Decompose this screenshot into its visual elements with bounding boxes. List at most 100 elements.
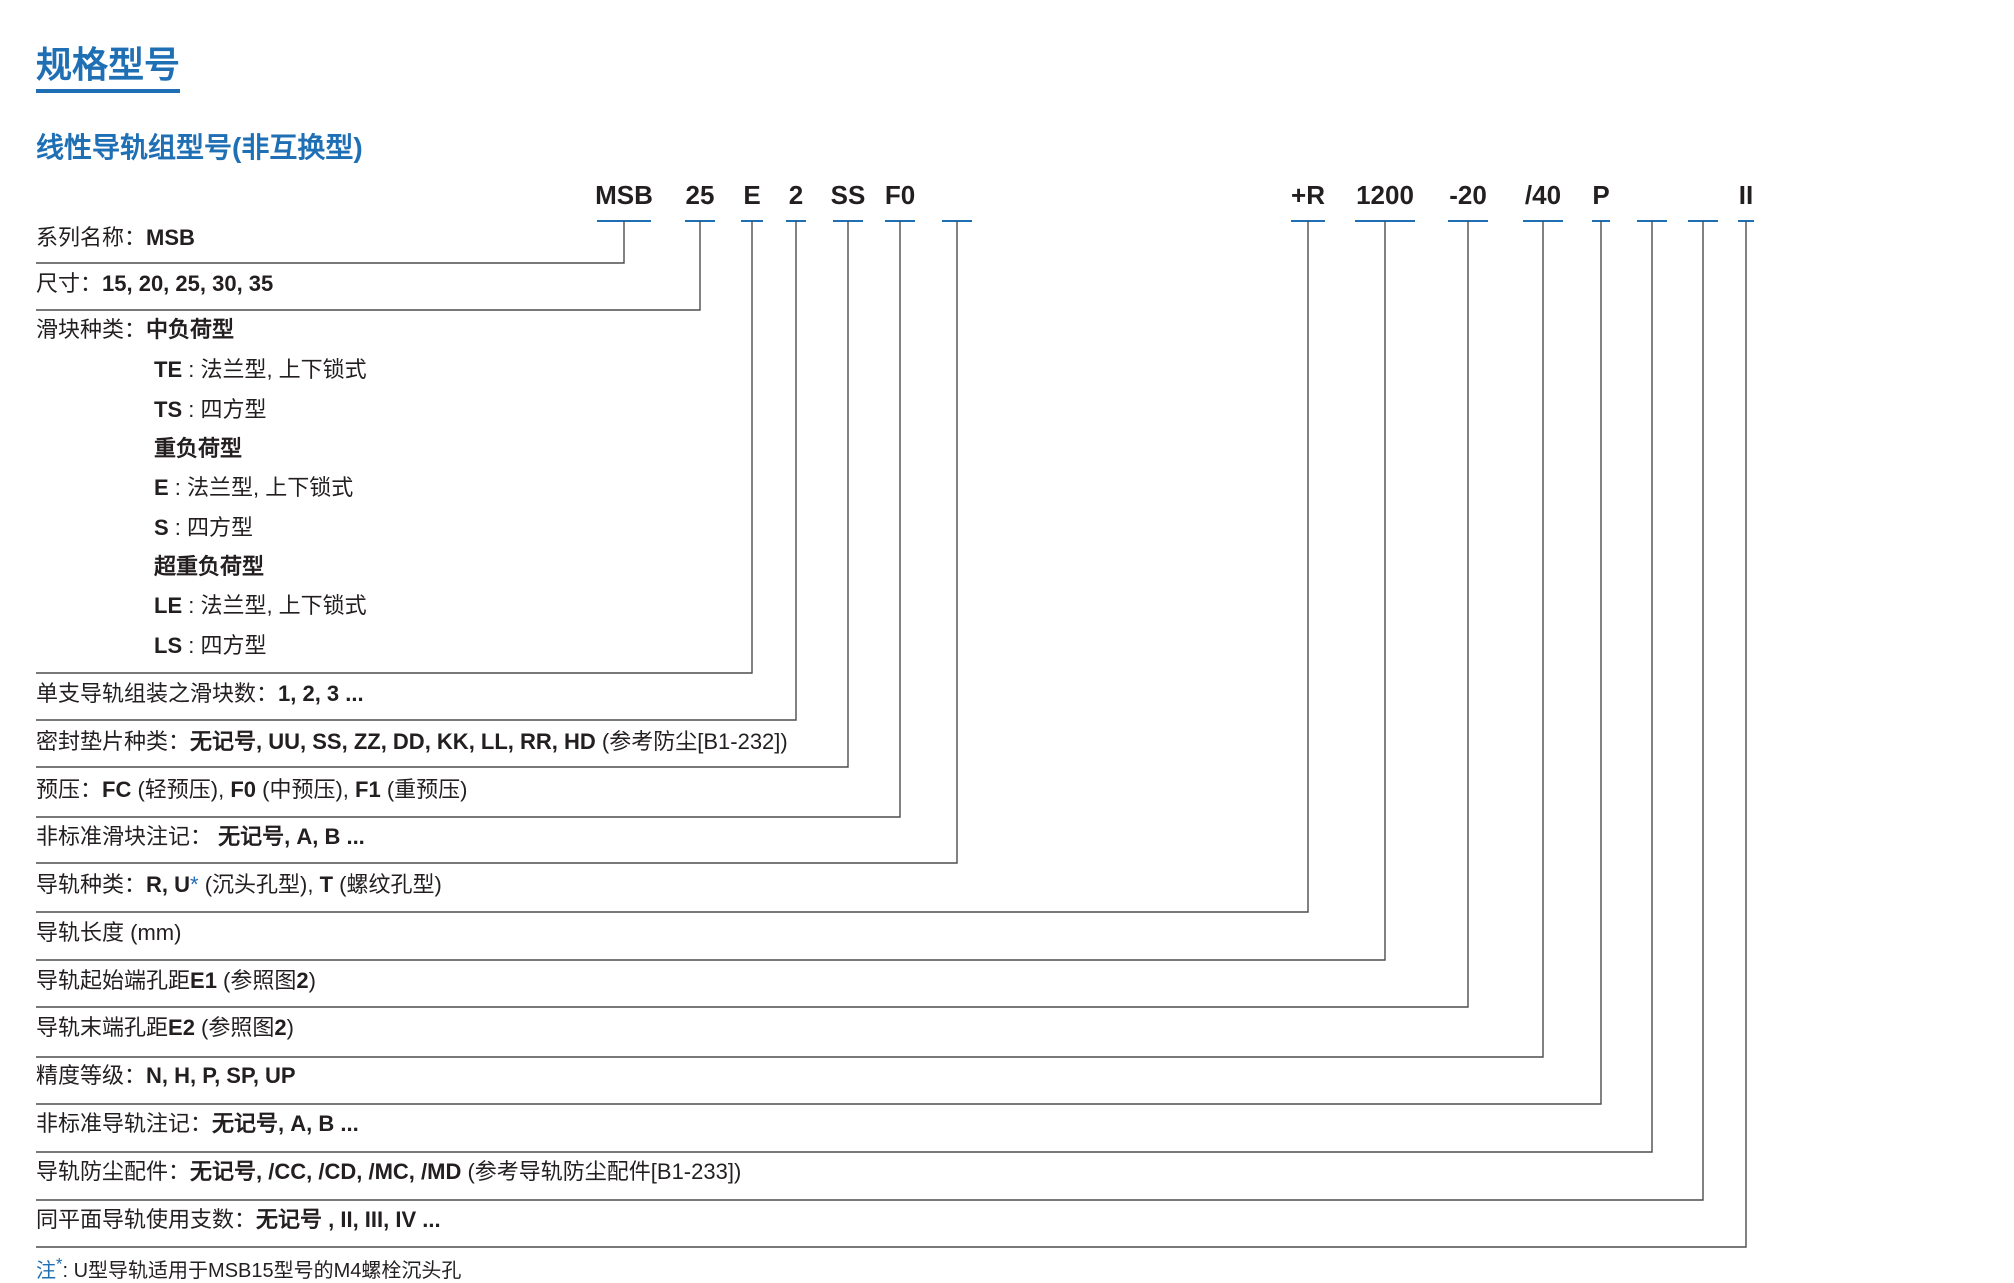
spec-item: 滑块种类：中负荷型 <box>36 316 234 344</box>
connector-line <box>36 221 1469 1008</box>
option-text: : 法兰型, 上下锁式 <box>182 593 367 618</box>
block-type-option: 超重负荷型 <box>154 553 264 581</box>
footnote-star: * <box>56 1254 63 1274</box>
spec-note: (参考防尘[B1-232]) <box>595 729 788 754</box>
option-code: 超重负荷型 <box>154 554 265 579</box>
spec-value: 1, 2, 3 ... <box>278 681 364 706</box>
connector-line <box>36 221 1544 1058</box>
spec-note: (螺纹孔型) <box>333 872 442 897</box>
spec-item: 导轨起始端孔距E1 (参照图2) <box>36 967 316 995</box>
connector-line <box>36 221 1747 1248</box>
spec-label: 导轨种类： <box>36 872 147 897</box>
spec-label: 导轨起始端孔距 <box>36 968 191 993</box>
option-code: TS <box>154 397 183 422</box>
spec-value: 无记号, A, B ... <box>218 824 365 849</box>
spec-value: FC <box>102 777 132 802</box>
spec-note: (参考导轨防尘配件[B1-233]) <box>461 1159 742 1184</box>
spec-label: 预压： <box>36 777 103 802</box>
section-subtitle: 线性导轨组型号(非互换型) <box>36 132 363 163</box>
option-text: : 四方型 <box>182 397 267 422</box>
spec-label: 单支导轨组装之滑块数： <box>36 681 279 706</box>
footnote: 注*: U型导轨适用于MSB15型号的M4螺栓沉头孔 <box>36 1254 461 1283</box>
code-segment: /40 <box>1524 180 1562 210</box>
spec-item: 导轨末端孔距E2 (参照图2) <box>36 1014 294 1042</box>
connector-line <box>36 221 958 864</box>
spec-value: 15, 20, 25, 30, 35 <box>102 271 274 296</box>
option-code: LE <box>154 593 183 618</box>
connector-line <box>36 221 849 768</box>
option-text: : 法兰型, 上下锁式 <box>168 475 354 500</box>
spec-item: 非标准滑块注记： 无记号, A, B ... <box>36 823 365 851</box>
code-segment: 2 <box>788 180 804 210</box>
code-segment: II <box>1738 180 1754 210</box>
spec-value: T <box>319 872 334 897</box>
option-code: E <box>154 475 169 500</box>
option-code: TE <box>154 357 183 382</box>
spec-value: 2 <box>274 1015 287 1040</box>
spec-value: 2 <box>296 968 309 993</box>
spec-value: E1 <box>190 968 217 993</box>
spec-label: 精度等级： <box>36 1063 147 1088</box>
spec-item: 同平面导轨使用支数：无记号 , II, III, IV ... <box>36 1206 441 1234</box>
block-type-option: S : 四方型 <box>154 514 253 542</box>
spec-value: MSB <box>146 225 195 250</box>
code-segment: -20 <box>1449 180 1487 210</box>
code-segment: +R <box>1291 180 1325 210</box>
code-segment: F0 <box>884 180 916 210</box>
connector-line <box>36 221 1653 1153</box>
spec-label: 同平面导轨使用支数： <box>36 1207 257 1232</box>
footnote-marker: * <box>190 872 199 897</box>
connector-line <box>36 221 625 264</box>
spec-item: 导轨种类：R, U* (沉头孔型), T (螺纹孔型) <box>36 871 442 899</box>
connector-line <box>36 221 1602 1105</box>
connector-line <box>36 221 797 721</box>
spec-value: 无记号 , II, III, IV ... <box>256 1207 441 1232</box>
spec-note: (轻预压), <box>131 777 231 802</box>
spec-label: 非标准导轨注记： <box>36 1111 213 1136</box>
spec-value: 中负荷型 <box>146 317 235 342</box>
spec-label: 导轨长度 <box>36 920 125 945</box>
option-code: LS <box>154 633 183 658</box>
code-segment: 1200 <box>1356 180 1414 210</box>
code-segment: P <box>1592 180 1610 210</box>
block-type-option: E : 法兰型, 上下锁式 <box>154 474 353 502</box>
option-text: : 法兰型, 上下锁式 <box>182 357 367 382</box>
block-type-option: TS : 四方型 <box>154 396 266 424</box>
connector-line <box>36 221 1704 1201</box>
spec-item: 单支导轨组装之滑块数：1, 2, 3 ... <box>36 680 364 708</box>
option-text: : 四方型 <box>182 633 267 658</box>
spec-note: (重预压) <box>380 777 468 802</box>
spec-item: 导轨长度 (mm) <box>36 919 181 947</box>
spec-note: ) <box>286 1015 294 1040</box>
spec-label: 密封垫片种类： <box>36 729 191 754</box>
code-segment: MSB <box>595 180 653 210</box>
spec-label: 非标准滑块注记： <box>36 824 219 849</box>
block-type-option: LS : 四方型 <box>154 632 266 660</box>
spec-item: 预压：FC (轻预压), F0 (中预压), F1 (重预压) <box>36 776 467 804</box>
spec-item: 尺寸：15, 20, 25, 30, 35 <box>36 270 273 298</box>
spec-value: 无记号, A, B ... <box>212 1111 359 1136</box>
spec-value: 无记号, UU, SS, ZZ, DD, KK, LL, RR, HD <box>190 729 596 754</box>
spec-item: 导轨防尘配件：无记号, /CC, /CD, /MC, /MD (参考导轨防尘配件… <box>36 1158 741 1186</box>
spec-value: 无记号, /CC, /CD, /MC, /MD <box>190 1159 462 1184</box>
spec-item: 系列名称：MSB <box>36 224 195 252</box>
connector-line <box>36 221 701 311</box>
spec-label: 导轨防尘配件： <box>36 1159 191 1184</box>
connector-line <box>36 221 1386 961</box>
footnote-prefix: 注 <box>36 1260 56 1282</box>
connector-line <box>36 221 1309 913</box>
code-segment: E <box>743 180 761 210</box>
spec-note: (中预压), <box>256 777 356 802</box>
footnote-text: : U型导轨适用于MSB15型号的M4螺栓沉头孔 <box>62 1260 462 1282</box>
page-title: 规格型号 <box>36 44 181 94</box>
spec-note: (参照图 <box>194 1015 275 1040</box>
block-type-option: 重负荷型 <box>154 435 242 463</box>
spec-label: 导轨末端孔距 <box>36 1015 169 1040</box>
spec-item: 精度等级：N, H, P, SP, UP <box>36 1062 296 1090</box>
spec-value: R, U <box>146 872 191 897</box>
spec-value: F0 <box>230 777 257 802</box>
spec-item: 非标准导轨注记：无记号, A, B ... <box>36 1110 359 1138</box>
connector-line <box>36 221 901 818</box>
spec-label: 尺寸： <box>36 271 103 296</box>
